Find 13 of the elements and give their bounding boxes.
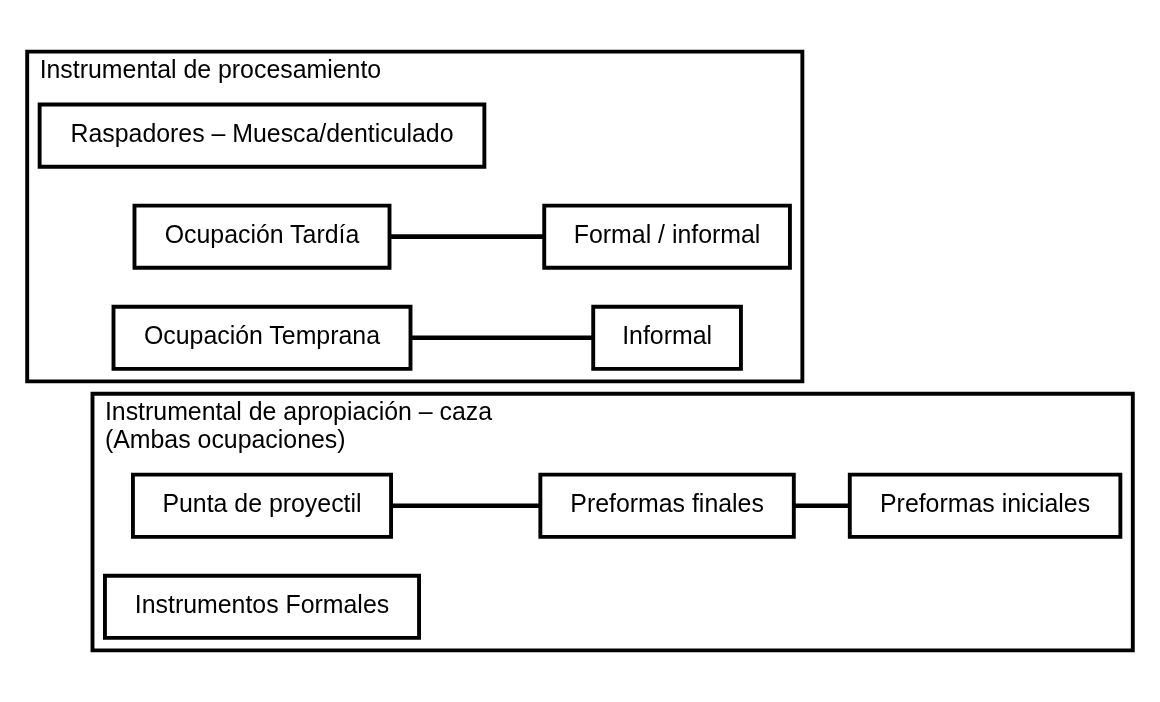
node-box: Ocupación Tardía	[132, 203, 392, 270]
node-box: Preformas iniciales	[847, 472, 1123, 539]
connector	[389, 234, 544, 240]
node-box: Raspadores – Muesca/denticulado	[37, 102, 487, 169]
connector	[391, 503, 541, 509]
node-box: Instrumentos Formales	[103, 573, 421, 640]
node-box: Ocupación Temprana	[111, 304, 413, 371]
connector	[410, 335, 594, 341]
connector	[794, 503, 850, 509]
node-box: Punta de proyectil	[131, 472, 393, 539]
node-box: Formal / informal	[542, 203, 792, 270]
node-box: Informal	[591, 304, 743, 371]
node-box: Preformas finales	[538, 472, 796, 539]
